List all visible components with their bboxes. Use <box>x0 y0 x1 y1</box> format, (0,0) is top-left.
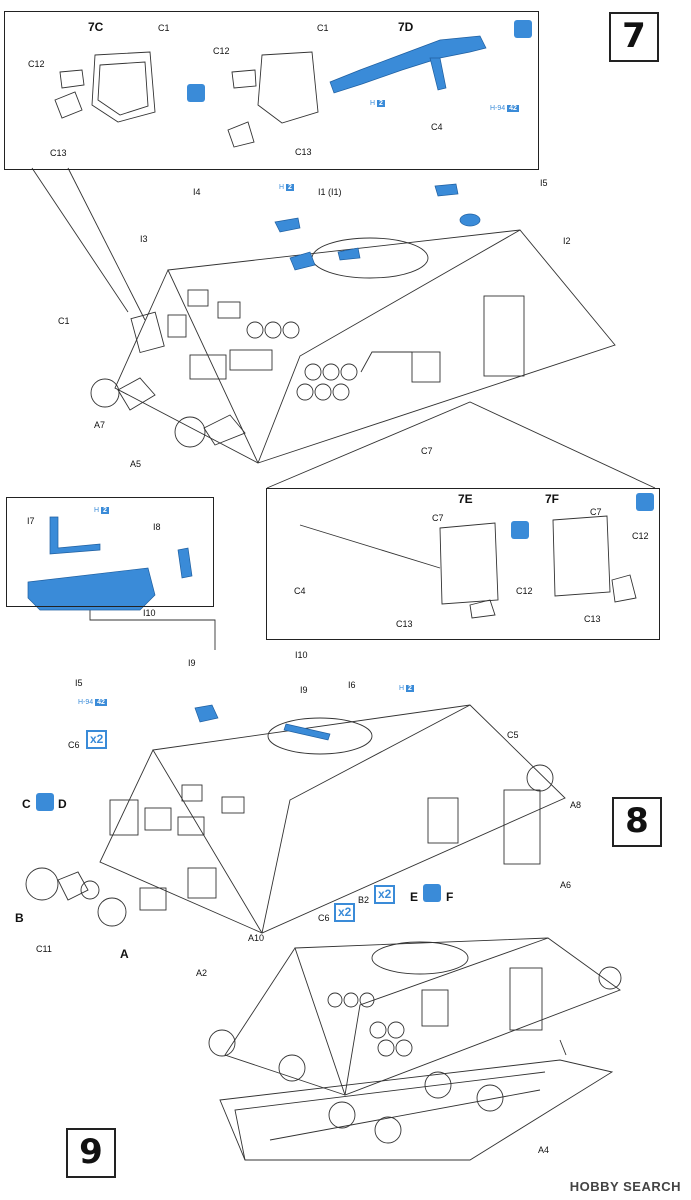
paint-callout: H 2 <box>370 100 385 107</box>
part-label: C1 <box>58 316 70 326</box>
part-label: C12 <box>213 46 230 56</box>
variant-b: B <box>15 911 24 925</box>
swap-icon <box>187 84 205 102</box>
part-label: I3 <box>140 234 148 244</box>
variant-d: D <box>58 797 67 811</box>
part-label: C13 <box>295 147 312 157</box>
part-label: C12 <box>28 59 45 69</box>
part-label: I9 <box>188 658 196 668</box>
paint-callout: H 2 <box>279 184 294 191</box>
part-label: I5 <box>540 178 548 188</box>
part-label: C13 <box>396 619 413 629</box>
part-label: C5 <box>507 730 519 740</box>
quantity-badge: x2 <box>334 903 356 922</box>
variant-e: E <box>410 890 419 904</box>
part-label: I10 <box>143 608 156 618</box>
variant-a: A <box>120 947 129 961</box>
paint-icon <box>636 493 654 511</box>
swap-icon <box>36 793 54 811</box>
part-label: I10 <box>295 650 308 660</box>
sub-7e: 7E <box>458 492 473 506</box>
part-label: A8 <box>570 800 582 810</box>
part-label: C11 <box>36 944 52 954</box>
paint-callout: H 2 <box>94 507 109 514</box>
sub-7c: 7C <box>88 20 104 34</box>
step7ef-detail-frame <box>266 488 660 640</box>
quantity-badge: x2 <box>374 885 396 904</box>
part-label: C12 <box>632 531 649 541</box>
part-label: C4 <box>431 122 443 132</box>
part-label: A5 <box>130 459 142 469</box>
i10-detail-frame <box>6 497 214 607</box>
part-label: A2 <box>196 968 208 978</box>
part-label: I6 <box>348 680 356 690</box>
part-label: I7 <box>27 516 35 526</box>
step7-detail-frame <box>4 11 539 170</box>
part-label: I9 <box>300 685 308 695</box>
part-label: I1 (I1) <box>318 187 342 197</box>
part-label: C13 <box>50 148 67 158</box>
part-label: B2 <box>358 895 370 905</box>
swap-icon <box>423 884 441 902</box>
step-8-number: 8 <box>612 797 662 847</box>
part-label: C1 <box>158 23 170 33</box>
quantity-badge: x2 <box>86 730 108 749</box>
sub-7d: 7D <box>398 20 414 34</box>
part-label: A10 <box>248 933 265 943</box>
paint-callout: H 2 <box>399 685 414 692</box>
part-label: I8 <box>153 522 161 532</box>
part-label: I2 <box>563 236 571 246</box>
part-label: C12 <box>516 586 533 596</box>
step-9-number: 9 <box>66 1128 116 1178</box>
part-label: C6 <box>68 740 80 750</box>
watermark: HOBBY SEARCH <box>569 1179 681 1194</box>
part-label: C6 <box>318 913 330 923</box>
part-label: C1 <box>317 23 329 33</box>
part-label: C7 <box>421 446 433 456</box>
part-label: C4 <box>294 586 306 596</box>
part-label: C7 <box>590 507 602 517</box>
paint-callout: H-94 42 <box>78 699 107 706</box>
part-label: A4 <box>538 1145 550 1155</box>
step-7-number: 7 <box>609 12 659 62</box>
part-label: I5 <box>75 678 83 688</box>
paint-icon <box>514 20 532 38</box>
variant-f: F <box>446 890 454 904</box>
part-label: C7 <box>432 513 444 523</box>
variant-c: C <box>22 797 31 811</box>
part-label: A6 <box>560 880 572 890</box>
part-label: A7 <box>94 420 106 430</box>
part-label: C13 <box>584 614 601 624</box>
part-label: I4 <box>193 187 201 197</box>
paint-callout: H-94 42 <box>490 105 519 112</box>
sub-7f: 7F <box>545 492 560 506</box>
swap-icon <box>511 521 529 539</box>
